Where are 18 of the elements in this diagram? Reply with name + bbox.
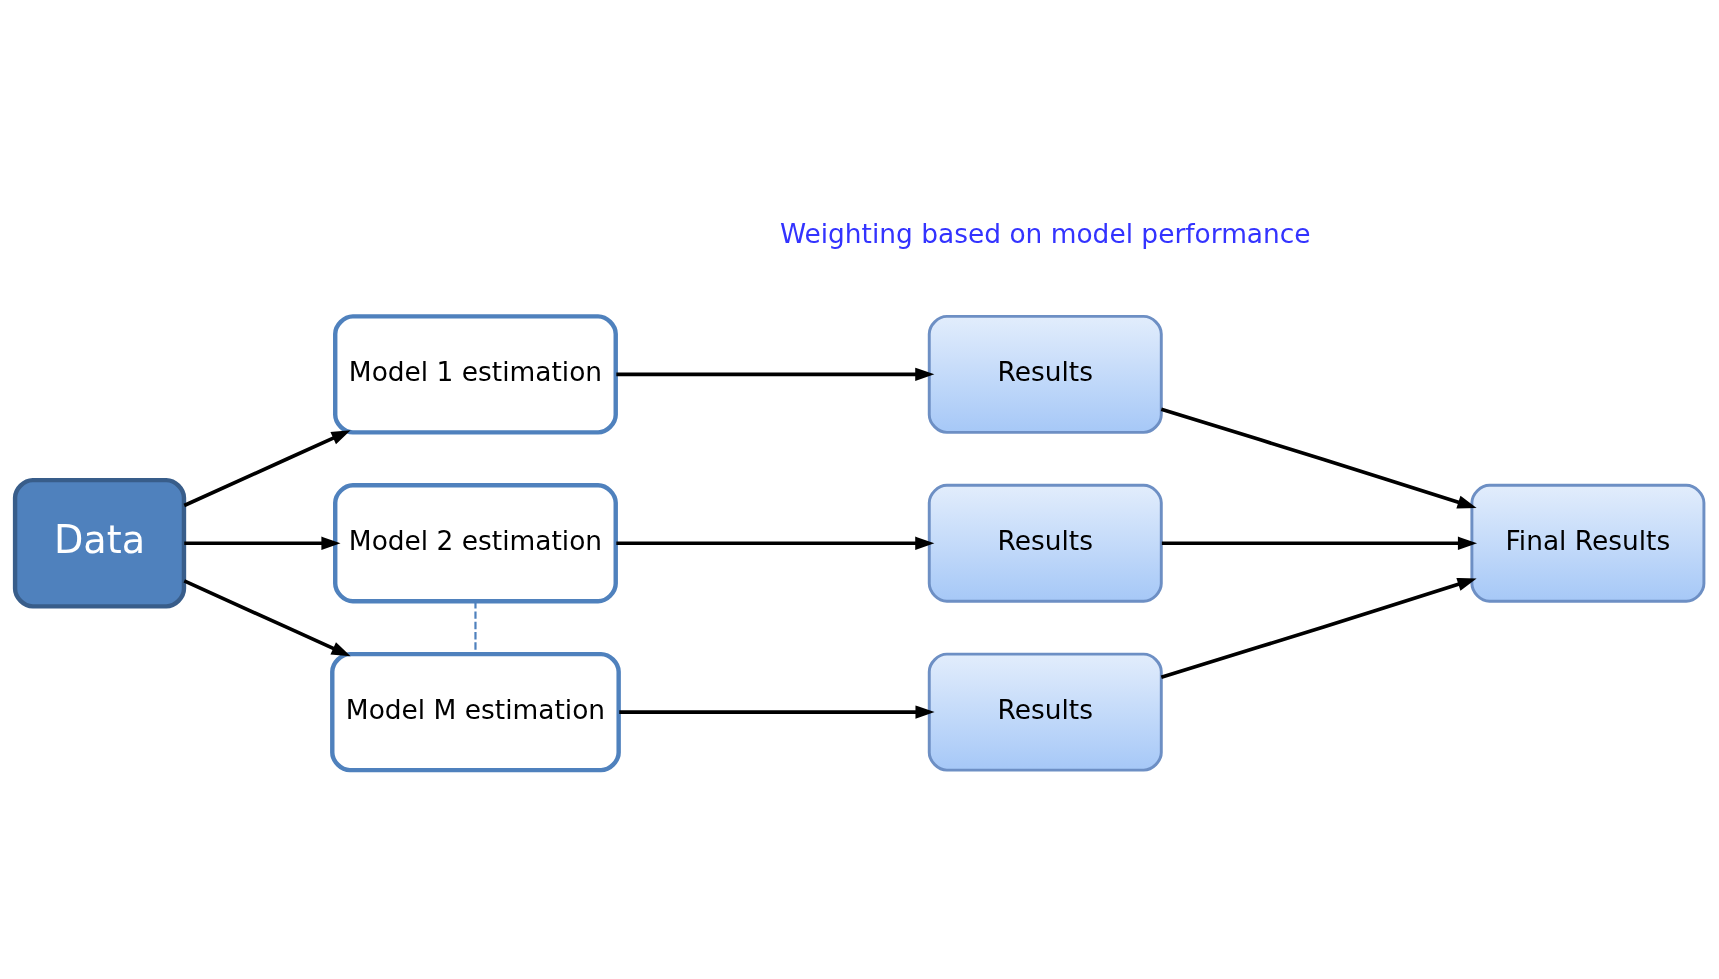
arrow bbox=[1160, 407, 1477, 509]
arrow bbox=[619, 704, 935, 719]
label: Weighting based on model performance bbox=[779, 217, 1311, 249]
arrow bbox=[616, 367, 935, 381]
node-box: Data bbox=[12, 477, 187, 609]
arrow bbox=[183, 429, 351, 507]
node-box: Results bbox=[927, 652, 1163, 772]
node-box: Model 1 estimation bbox=[333, 313, 618, 435]
node-box: Results bbox=[927, 483, 1163, 603]
node-box: Final Results bbox=[1470, 483, 1706, 603]
arrow bbox=[184, 536, 341, 550]
arrow bbox=[1161, 536, 1478, 550]
arrow bbox=[616, 536, 935, 550]
arrow bbox=[183, 578, 351, 656]
node-box: Model 2 estimation bbox=[333, 482, 618, 603]
node-box: Results bbox=[927, 314, 1163, 434]
node-box: Model M estimation bbox=[330, 651, 621, 772]
arrow bbox=[1160, 577, 1477, 679]
